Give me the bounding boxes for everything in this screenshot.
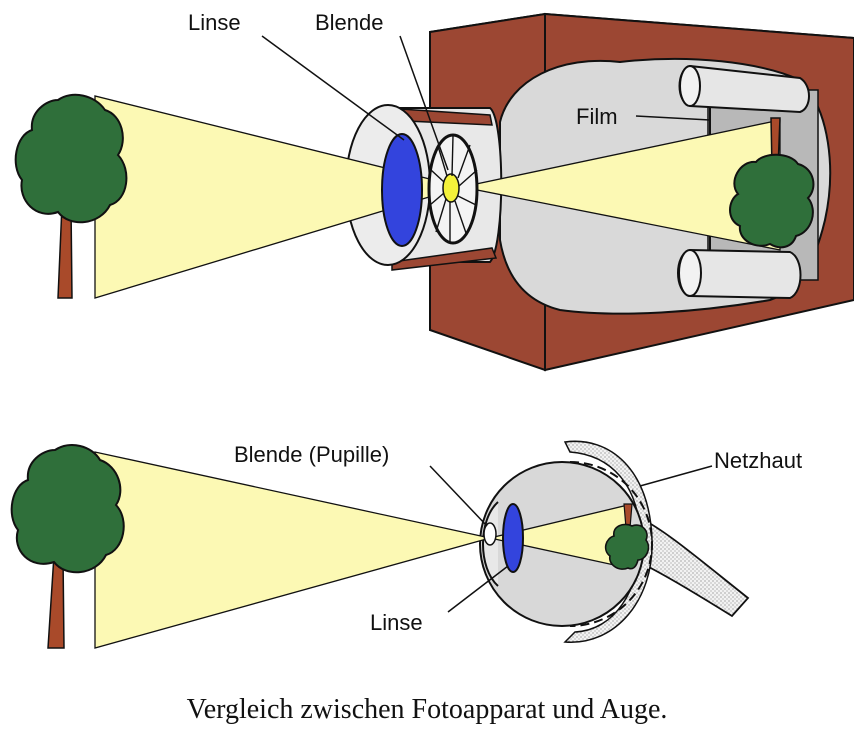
camera-aperture-leader [399, 35, 449, 171]
camera-film-label: Film [576, 104, 618, 129]
camera-lens-label: Linse [188, 10, 241, 35]
camera-film-leader [635, 115, 711, 121]
eye-pupil [483, 522, 497, 546]
camera-aperture-label: Blende [315, 10, 384, 35]
film-roller-top-end [679, 65, 701, 107]
lens-barrel-bottom-edge [391, 247, 498, 271]
eye-image-tree [604, 503, 650, 570]
camera-aperture [427, 133, 479, 245]
eye-aperture-label: Blende (Pupille) [234, 442, 389, 467]
film-roller-bottom-end [678, 249, 702, 297]
camera-lens [381, 133, 423, 247]
camera-lens-leader [261, 35, 405, 141]
eye-lens-label: Linse [370, 610, 423, 635]
eye-aperture-leader [429, 465, 488, 527]
optic-nerve [634, 516, 750, 618]
eye-retina-arc [569, 461, 653, 627]
camera-section: Linse Blende Film [14, 10, 854, 372]
camera-object-tree [14, 93, 128, 299]
eye-light-cone-object [94, 451, 491, 649]
eye-lens [502, 503, 524, 573]
eye-lens-leader [447, 565, 509, 613]
eye-retina-label: Netzhaut [714, 448, 802, 473]
eye-section: Blende (Pupille) Netzhaut Linse [10, 440, 802, 649]
figure-caption: Vergleich zwischen Fotoapparat und Auge. [186, 694, 668, 725]
eye-sclera-outer [563, 440, 653, 643]
eye-object-tree [10, 444, 125, 649]
eye-retina-leader [639, 465, 713, 487]
camera-image-tree [729, 117, 815, 249]
